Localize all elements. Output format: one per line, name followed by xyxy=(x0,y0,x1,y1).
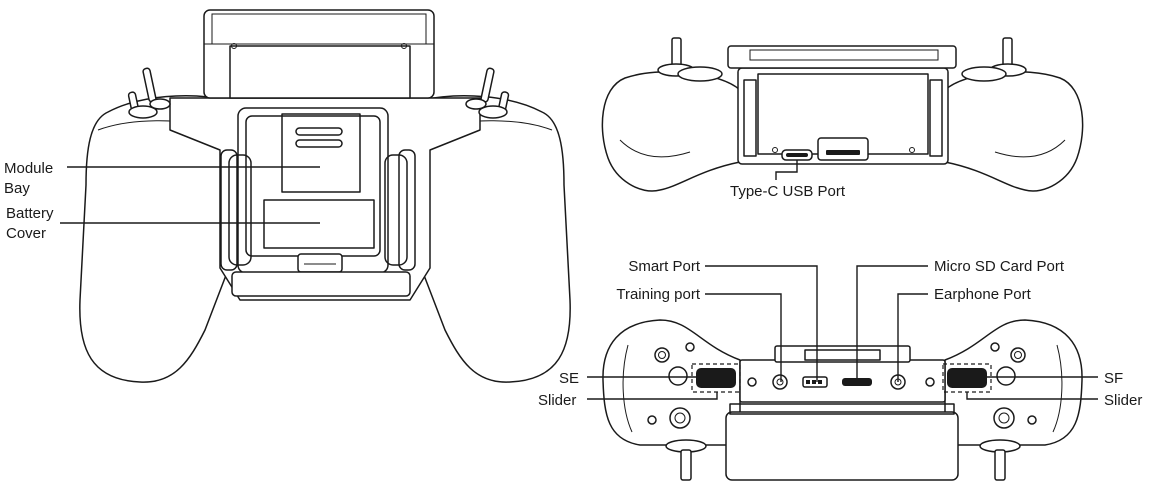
label-slider-left: Slider xyxy=(538,392,576,409)
right-grip xyxy=(421,95,571,383)
label-smart-port: Smart Port xyxy=(628,258,701,275)
label-battery-cover: Battery xyxy=(6,205,54,222)
se-slider xyxy=(696,368,736,388)
bottom-right-grip xyxy=(944,319,1083,446)
controller-top-view xyxy=(601,37,1084,192)
label-micro-sd-card-port: Micro SD Card Port xyxy=(934,258,1065,275)
controller-back-view xyxy=(79,9,571,383)
label-module-bay-line2: Bay xyxy=(4,180,30,197)
left-sticks xyxy=(127,67,171,119)
label-battery-cover-line2: Cover xyxy=(6,225,46,242)
top-right-grip xyxy=(944,71,1084,192)
callout-lines xyxy=(60,160,1098,400)
label-slider-right: Slider xyxy=(1104,392,1142,409)
label-type-c-usb-port: Type-C USB Port xyxy=(730,183,846,200)
label-training-port: Training port xyxy=(616,286,700,303)
training-port xyxy=(772,374,788,390)
label-se: SE xyxy=(559,370,579,387)
controller-bottom-view xyxy=(602,319,1083,481)
right-sticks xyxy=(465,67,510,119)
top-left-grip xyxy=(601,71,741,192)
label-sf: SF xyxy=(1104,370,1123,387)
sf-slider xyxy=(947,368,987,388)
label-module-bay: Module xyxy=(4,160,53,177)
label-earphone-port: Earphone Port xyxy=(934,286,1032,303)
